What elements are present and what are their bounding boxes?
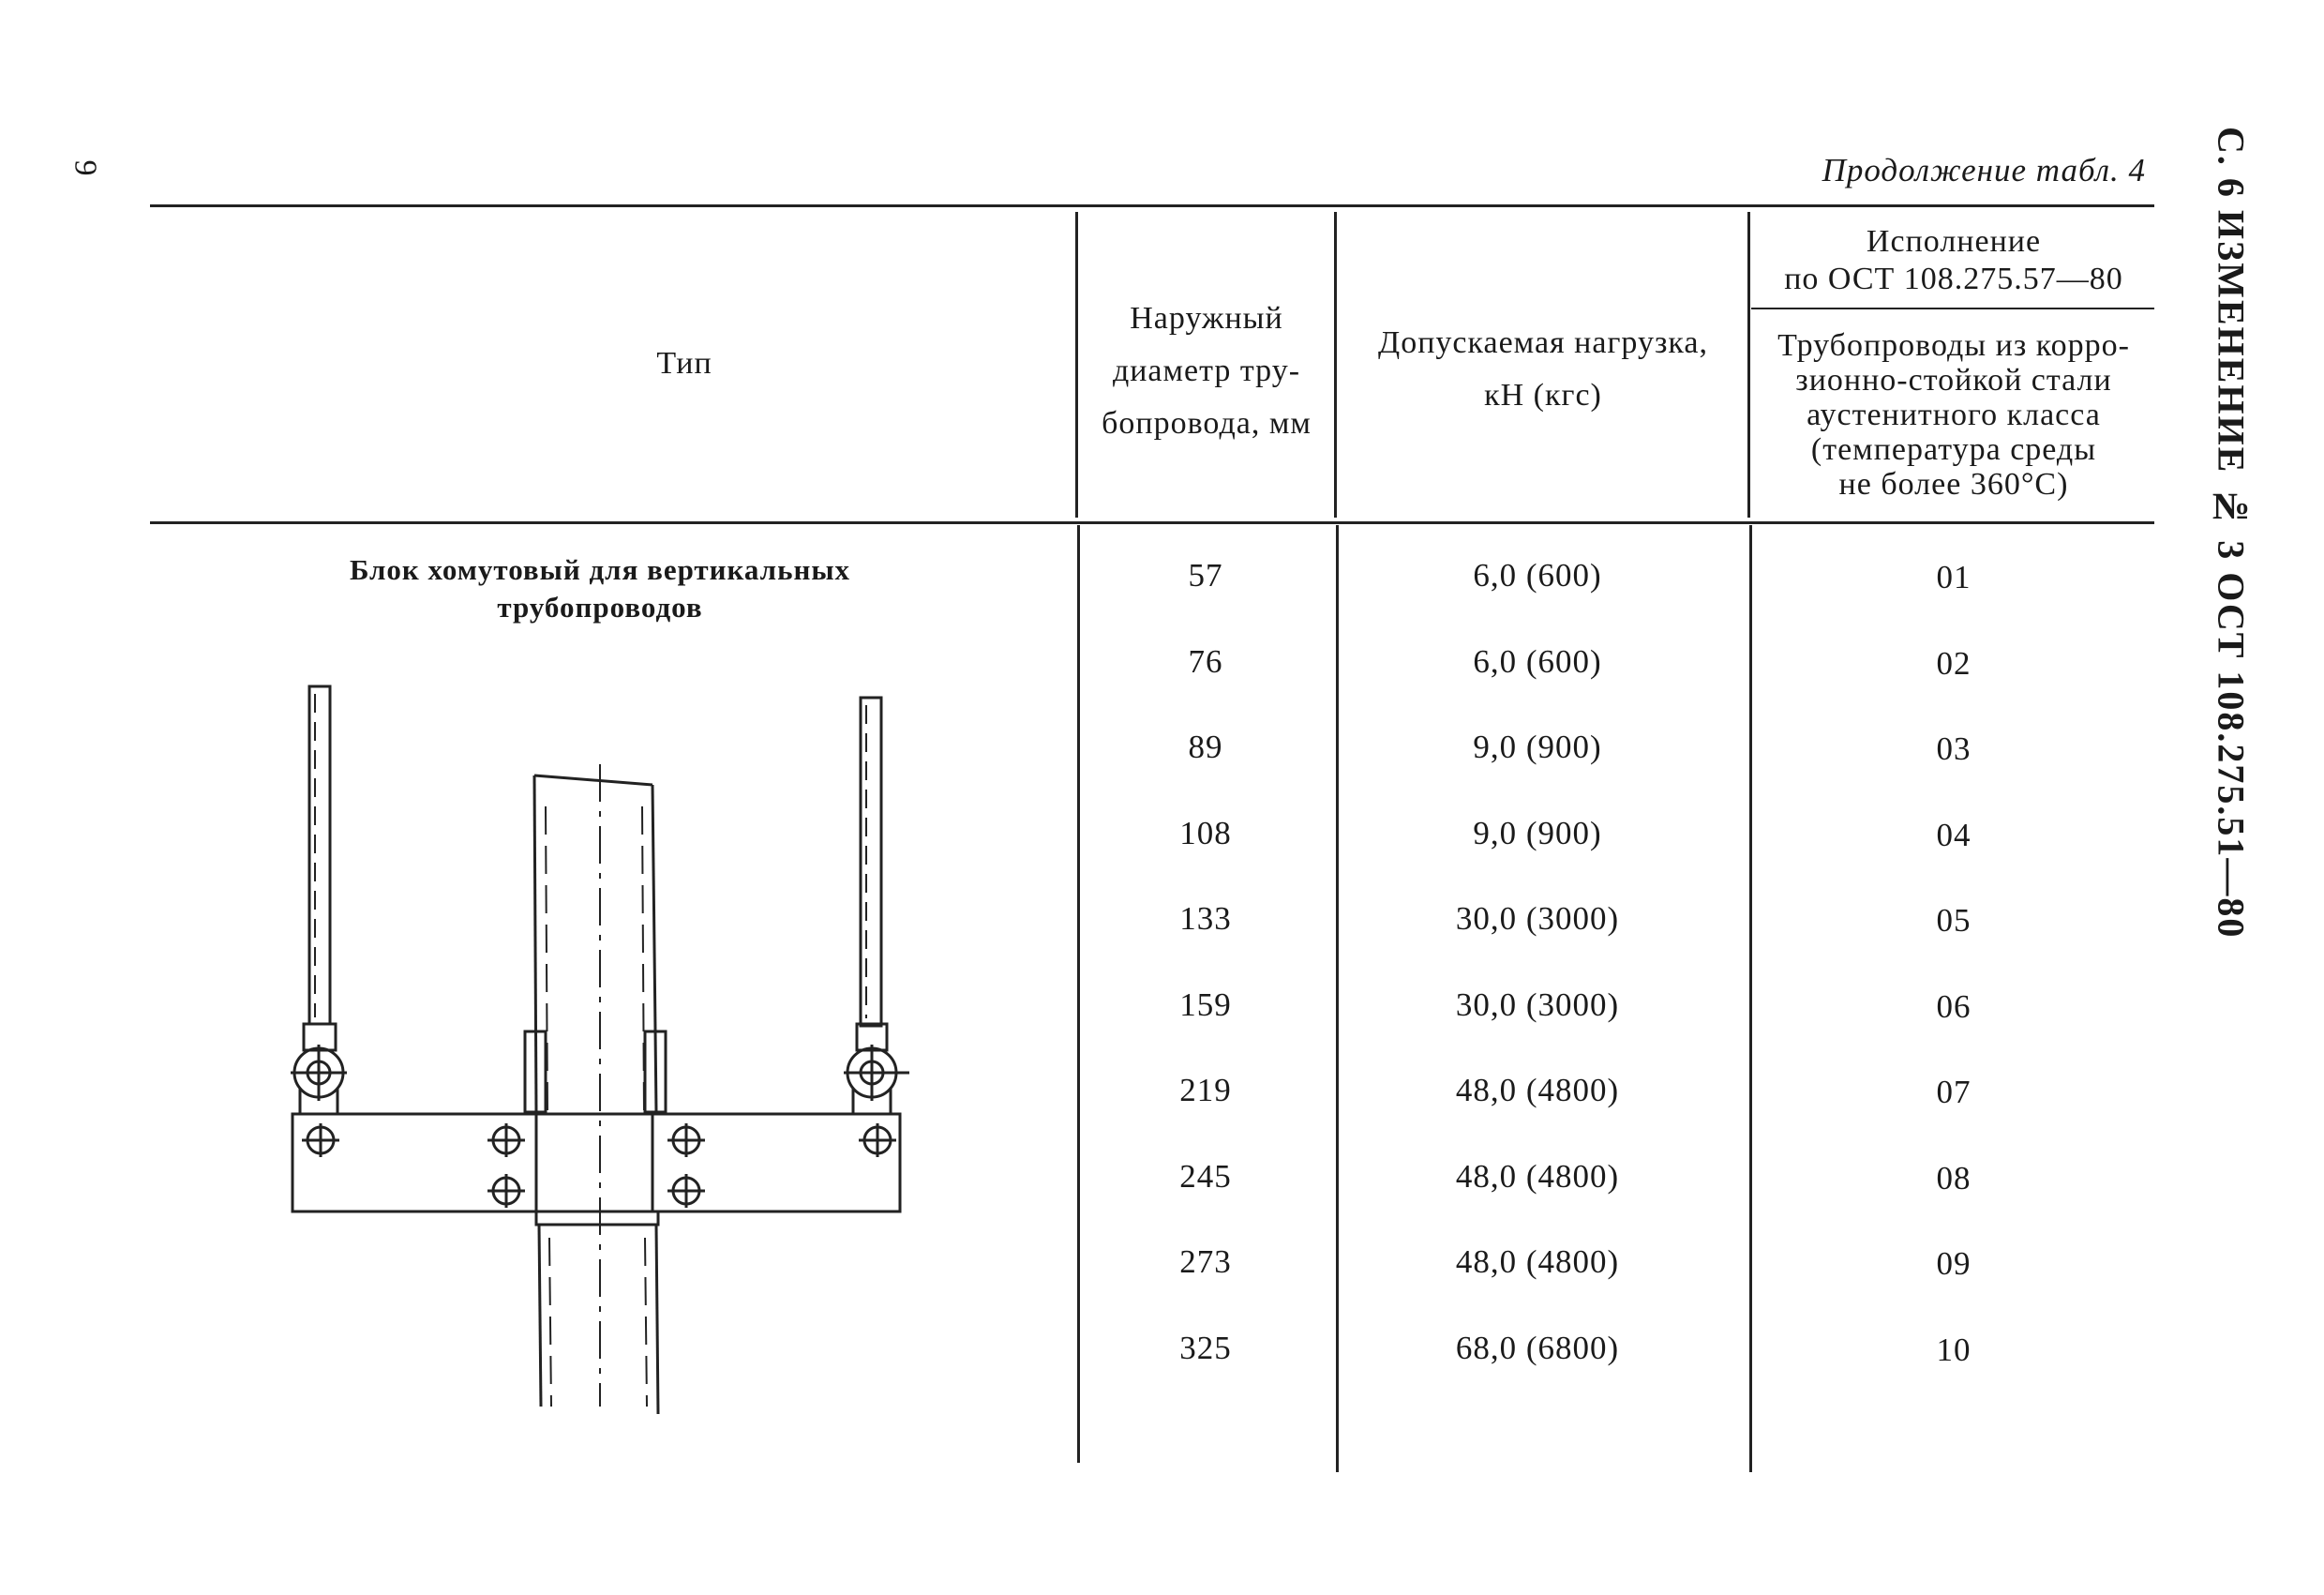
- block-title-line: Блок хомутовый для вертикальных: [349, 553, 851, 586]
- cell-execution: 02: [1936, 644, 1972, 682]
- header-pipelines: Трубопроводы из корро- зионно-стойкой ст…: [1753, 328, 2154, 502]
- column-divider-1: [1075, 212, 1078, 518]
- cell-load: 48,0 (4800): [1455, 1157, 1620, 1195]
- cell-execution: 07: [1936, 1074, 1972, 1110]
- header-diameter-line: диаметр тру-: [1112, 354, 1301, 388]
- column-divider-2: [1334, 212, 1337, 518]
- cell-diameter: 159: [1179, 986, 1232, 1023]
- header-pipelines-line: Трубопроводы из корро-: [1777, 328, 2130, 363]
- header-diameter-line: бопровода, мм: [1102, 406, 1312, 441]
- cell-diameter: 108: [1179, 814, 1232, 851]
- cell-load: 48,0 (4800): [1455, 1072, 1620, 1108]
- cell-execution: 06: [1936, 987, 1972, 1025]
- header-execution-line: Исполнение: [1866, 224, 2042, 259]
- cell-execution: 09: [1936, 1245, 1972, 1282]
- cell-diameter: 57: [1188, 557, 1223, 594]
- cell-load: 6,0 (600): [1473, 642, 1602, 680]
- header-pipelines-line: не более 360°C): [1838, 467, 2069, 502]
- header-load-line: Допускаемая нагрузка,: [1378, 325, 1708, 360]
- continuation-caption: Продолжение табл. 4: [1822, 152, 2146, 188]
- cell-diameter: 219: [1179, 1072, 1232, 1108]
- cell-diameter: 325: [1179, 1329, 1232, 1366]
- header-pipelines-line: аустенитного класса: [1807, 398, 2101, 432]
- cell-diameter: 273: [1179, 1243, 1232, 1280]
- header-type: Тип: [656, 346, 712, 381]
- header-pipelines-line: зионно-стойкой стали: [1795, 363, 2112, 398]
- cell-load: 48,0 (4800): [1455, 1243, 1620, 1280]
- side-header: С. 6 ИЗМЕНЕНИЕ № 3 ОСТ 108.275.51—80: [2194, 127, 2269, 939]
- column-divider-1-body: [1077, 525, 1080, 1463]
- clamp-block-drawing: [291, 685, 909, 1415]
- cell-execution: 08: [1936, 1159, 1972, 1196]
- page-number: 9: [67, 159, 103, 176]
- cell-load: 6,0 (600): [1473, 557, 1602, 594]
- cell-execution: 03: [1936, 730, 1972, 767]
- subheader-rule: [1751, 308, 2154, 309]
- cell-diameter: 245: [1179, 1157, 1232, 1195]
- header-diameter-line: Наружный: [1130, 301, 1283, 336]
- column-divider-2-body: [1336, 525, 1339, 1472]
- cell-load: 30,0 (3000): [1455, 986, 1620, 1023]
- header-execution-line: по ОСТ 108.275.57—80: [1784, 262, 2123, 296]
- side-header-text: С. 6 ИЗМЕНЕНИЕ № 3 ОСТ 108.275.51—80: [2210, 127, 2253, 940]
- cell-diameter: 89: [1188, 729, 1223, 765]
- block-title-line: трубопроводов: [497, 591, 703, 624]
- table-top-rule: [150, 204, 2154, 207]
- header-diameter: Наружный диаметр тру- бопровода, мм: [1080, 293, 1333, 450]
- column-divider-3-body: [1749, 525, 1752, 1472]
- cell-execution: 05: [1936, 902, 1972, 939]
- cell-execution: 04: [1936, 816, 1972, 853]
- cell-diameter: 76: [1188, 642, 1223, 680]
- header-execution: Исполнение по ОСТ 108.275.57—80: [1753, 223, 2154, 298]
- cell-load: 9,0 (900): [1473, 729, 1602, 765]
- cell-diameter: 133: [1179, 900, 1232, 937]
- cell-execution: 10: [1936, 1331, 1972, 1368]
- header-bottom-rule: [150, 521, 2154, 524]
- cell-load: 68,0 (6800): [1455, 1329, 1620, 1366]
- cell-load: 30,0 (3000): [1455, 900, 1620, 937]
- header-load: Допускаемая нагрузка, кН (кгс): [1339, 317, 1747, 422]
- header-pipelines-line: (температура среды: [1810, 432, 2097, 467]
- header-load-line: кН (кгс): [1484, 378, 1602, 413]
- cell-execution: 01: [1936, 559, 1972, 595]
- column-divider-3: [1747, 212, 1750, 518]
- cell-load: 9,0 (900): [1473, 814, 1602, 851]
- block-title: Блок хомутовый для вертикальных трубопро…: [272, 551, 928, 626]
